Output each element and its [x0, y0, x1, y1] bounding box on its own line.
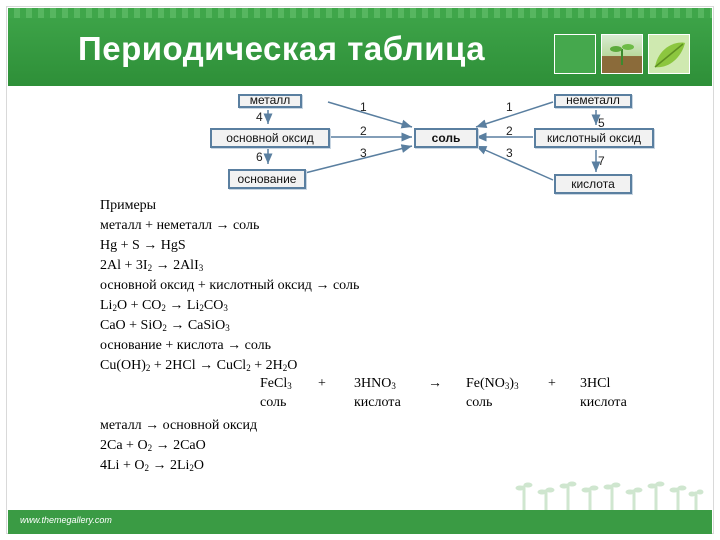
- example-line: основной оксид + кислотный оксид → соль: [100, 278, 360, 293]
- example-line: Li2O + CO2 → Li2CO3: [100, 298, 228, 313]
- footer-bar: [8, 510, 712, 534]
- example-line: CaO + SiO2 → CaSiO3: [100, 318, 230, 333]
- scheme-number: 3: [506, 146, 513, 160]
- scheme-number: 5: [598, 116, 605, 130]
- leaf-photo: [648, 34, 690, 74]
- header-square-thumbnail: [554, 34, 596, 74]
- table-cell: кислота: [580, 395, 627, 410]
- scheme-number: 4: [256, 110, 263, 124]
- table-cell: Fe(NO3)3: [466, 376, 519, 391]
- scheme-number: 7: [598, 154, 605, 168]
- header-stripe: [8, 8, 712, 18]
- arrow-right-icon: →: [428, 376, 442, 391]
- example-line: Cu(OH)2 + 2HCl → CuCl2 + 2H2O: [100, 358, 298, 373]
- plant-silhouette-decoration: [515, 481, 704, 510]
- scheme-number: 3: [360, 146, 367, 160]
- table-cell: +: [318, 376, 326, 391]
- scheme-number: 1: [360, 100, 367, 114]
- table-cell: соль: [466, 395, 493, 410]
- scheme-box-nonmetal: неметалл: [554, 94, 632, 108]
- example-line: Hg + S → HgS: [100, 238, 186, 253]
- table-cell: 3HCl: [580, 376, 611, 391]
- arrow-right-icon: →: [315, 278, 330, 293]
- arrow-right-icon: →: [227, 338, 242, 353]
- scheme-number: 1: [506, 100, 513, 114]
- example-line: основание + кислота → соль: [100, 338, 272, 353]
- scheme-box-metal: металл: [238, 94, 302, 108]
- table-cell: FeCl3: [260, 376, 292, 391]
- scheme-box-basic-oxide: основной оксид: [210, 128, 330, 148]
- scheme-number: 2: [506, 124, 513, 138]
- page-title: Периодическая таблица: [78, 30, 486, 67]
- scheme-number: 2: [360, 124, 367, 138]
- table-cell: 3HNO3: [354, 376, 396, 391]
- table-cell: кислота: [354, 395, 401, 410]
- table-cell: +: [548, 376, 556, 391]
- footer-url: www.themegallery.com: [20, 515, 112, 525]
- example-line: 4Li + O2 → 2Li2O: [100, 458, 205, 473]
- arrow-right-icon: →: [145, 418, 160, 433]
- table-cell: соль: [260, 395, 287, 410]
- arrow-right-icon: →: [215, 218, 230, 233]
- scheme-box-salt: соль: [414, 128, 478, 148]
- scheme-box-acid-oxide: кислотный оксид: [534, 128, 654, 148]
- content-area: металл основной оксид основание соль нем…: [98, 92, 658, 482]
- example-line: металл + неметалл → соль: [100, 218, 260, 233]
- scheme-box-acid: кислота: [554, 174, 632, 194]
- example-line: 2Al + 3I2 → 2AlI3: [100, 258, 204, 273]
- example-line: металл → основной оксид: [100, 418, 258, 433]
- sprout-photo: [601, 34, 643, 74]
- scheme-arrows: [263, 101, 601, 181]
- scheme-number: 6: [256, 150, 263, 164]
- examples-heading: Примеры: [100, 198, 157, 213]
- example-line: 2Ca + O2 → 2CaO: [100, 438, 206, 453]
- scheme-box-base: основание: [228, 169, 306, 189]
